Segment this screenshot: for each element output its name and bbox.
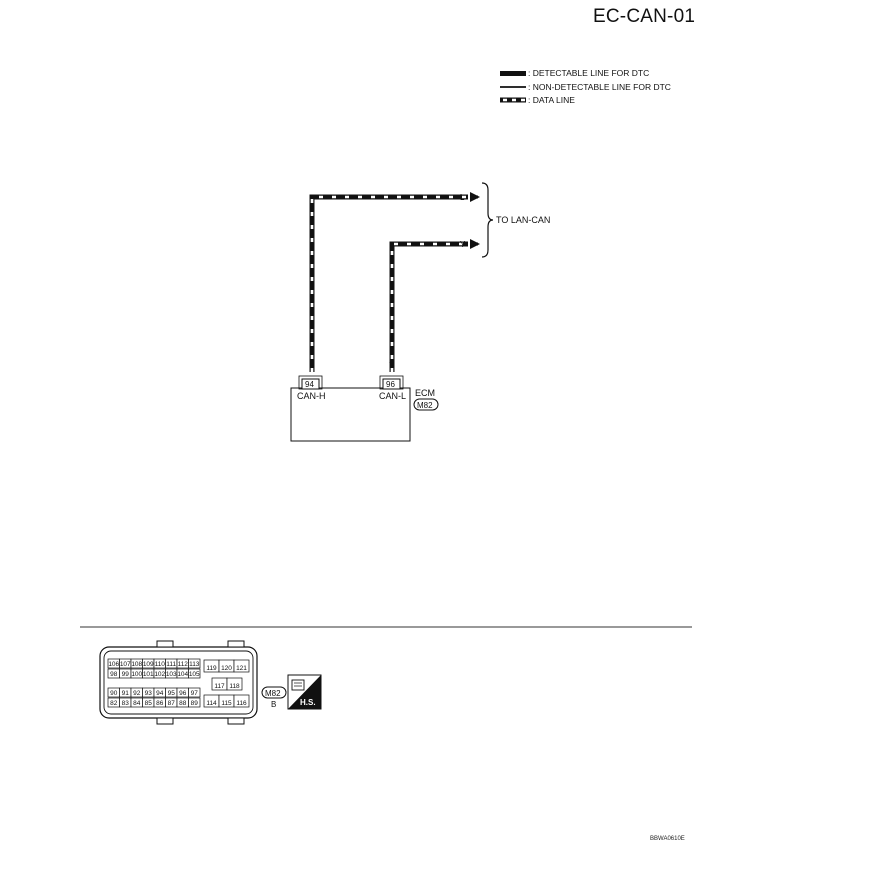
pin-number: 115	[221, 700, 232, 707]
pin-number: 85	[145, 700, 153, 707]
page-title: EC-CAN-01	[593, 6, 696, 27]
brace	[481, 182, 494, 258]
pin-number: 89	[191, 700, 199, 707]
pin-number: 104	[177, 671, 188, 678]
pin-number: 87	[168, 700, 176, 707]
wire-color-y-top: Y	[460, 240, 466, 249]
legend: : DETECTABLE LINE FOR DTC : NON-DETECTAB…	[500, 68, 671, 105]
pin-number: 111	[166, 661, 176, 668]
pin-number: 93	[145, 690, 153, 697]
hs-label: H.S.	[300, 698, 316, 707]
pin-number: 96	[179, 690, 187, 697]
legend-data-label: : DATA LINE	[528, 95, 575, 105]
wire-color-l-top: L	[460, 193, 465, 202]
pin-number: 121	[236, 665, 247, 672]
can-l-label: CAN-L	[379, 391, 406, 401]
pin-number: 98	[110, 671, 118, 678]
pin-number: 105	[189, 671, 200, 678]
connector-color: B	[271, 700, 276, 709]
pin-number: 118	[229, 683, 240, 690]
pin-number: 116	[236, 700, 247, 707]
pin-cell	[188, 697, 201, 708]
legend-non-detectable-label: : NON-DETECTABLE LINE FOR DTC	[528, 82, 671, 92]
pin-number: 117	[214, 683, 225, 690]
hs-symbol: H.S.	[287, 674, 322, 710]
pin-96: 96	[386, 380, 395, 389]
pin-94: 94	[305, 380, 314, 389]
pin-number: 94	[156, 690, 164, 697]
pin-cell	[188, 668, 201, 679]
pin-number: 112	[178, 661, 189, 668]
pin-number: 101	[143, 671, 154, 678]
pin-cell	[188, 658, 201, 669]
pin-number: 91	[122, 690, 130, 697]
pin-number: 90	[110, 690, 118, 697]
ecm-connector-id: M82	[417, 401, 433, 410]
pin-number: 108	[131, 661, 142, 668]
pin-number: 109	[143, 661, 154, 668]
pin-number: 107	[120, 661, 131, 668]
pin-number: 97	[191, 690, 199, 697]
pin-number: 113	[189, 661, 200, 668]
pin-number: 99	[122, 671, 130, 678]
pin-number: 95	[168, 690, 176, 697]
wire-color-y-bottom: Y	[389, 361, 395, 370]
pin-number: 88	[179, 700, 187, 707]
hand-icon	[291, 679, 305, 691]
pin-number: 106	[108, 661, 119, 668]
pin-number: 114	[206, 700, 217, 707]
pin-number: 100	[131, 671, 142, 678]
pin-number: 103	[166, 671, 177, 678]
figure-code: BBWA0610E	[650, 836, 685, 842]
ecm-connector-badge	[413, 398, 439, 411]
pin-number: 102	[154, 671, 165, 678]
connector-id-badge	[261, 686, 287, 699]
pin-cell	[233, 659, 250, 673]
pin-cell	[226, 677, 243, 691]
can-l-wire: Y Y	[389, 239, 480, 372]
can-h-wire: L L	[309, 192, 480, 372]
to-lan-can-label: TO LAN-CAN	[496, 215, 550, 225]
pin-number: 120	[221, 665, 232, 672]
legend-detectable-swatch	[500, 71, 526, 76]
pin-number: 83	[122, 700, 130, 707]
can-h-label: CAN-H	[297, 391, 326, 401]
pin-number: 92	[133, 690, 141, 697]
wire-color-l-bottom: L	[309, 361, 314, 370]
pin-cell	[188, 687, 201, 698]
pin-number: 119	[206, 665, 217, 672]
ecm-module: 94 96 CAN-H CAN-L ECM M82	[290, 375, 439, 442]
legend-detectable-label: : DETECTABLE LINE FOR DTC	[528, 68, 649, 78]
ecm-label: ECM	[415, 388, 435, 398]
pin-number: 84	[133, 700, 141, 707]
pin-number: 86	[156, 700, 164, 707]
pin-cell	[233, 694, 250, 708]
connector-id: M82	[265, 689, 281, 698]
pin-number: 110	[155, 661, 166, 668]
pin-number: 82	[110, 700, 118, 707]
